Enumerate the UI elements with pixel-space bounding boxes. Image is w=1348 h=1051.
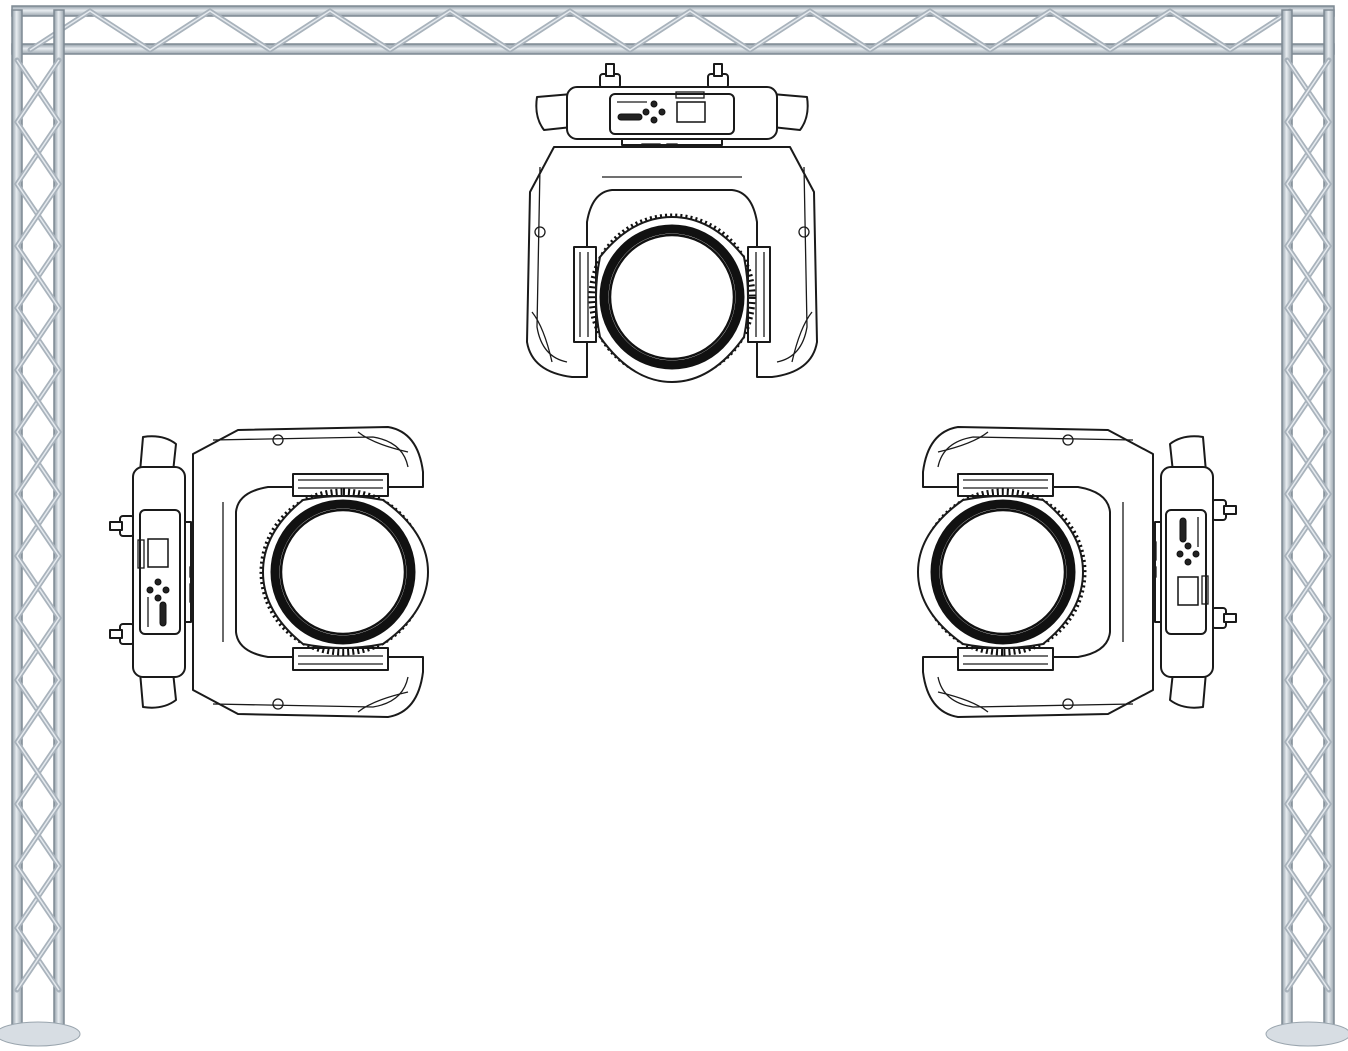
moving-head-light-icon — [110, 427, 428, 717]
moving-head-light-icon — [527, 64, 817, 382]
top-truss — [11, 5, 1335, 55]
moving-head-light-icon — [918, 427, 1236, 717]
right-truss-tower — [1265, 9, 1348, 1047]
left-truss-tower — [0, 9, 81, 1047]
